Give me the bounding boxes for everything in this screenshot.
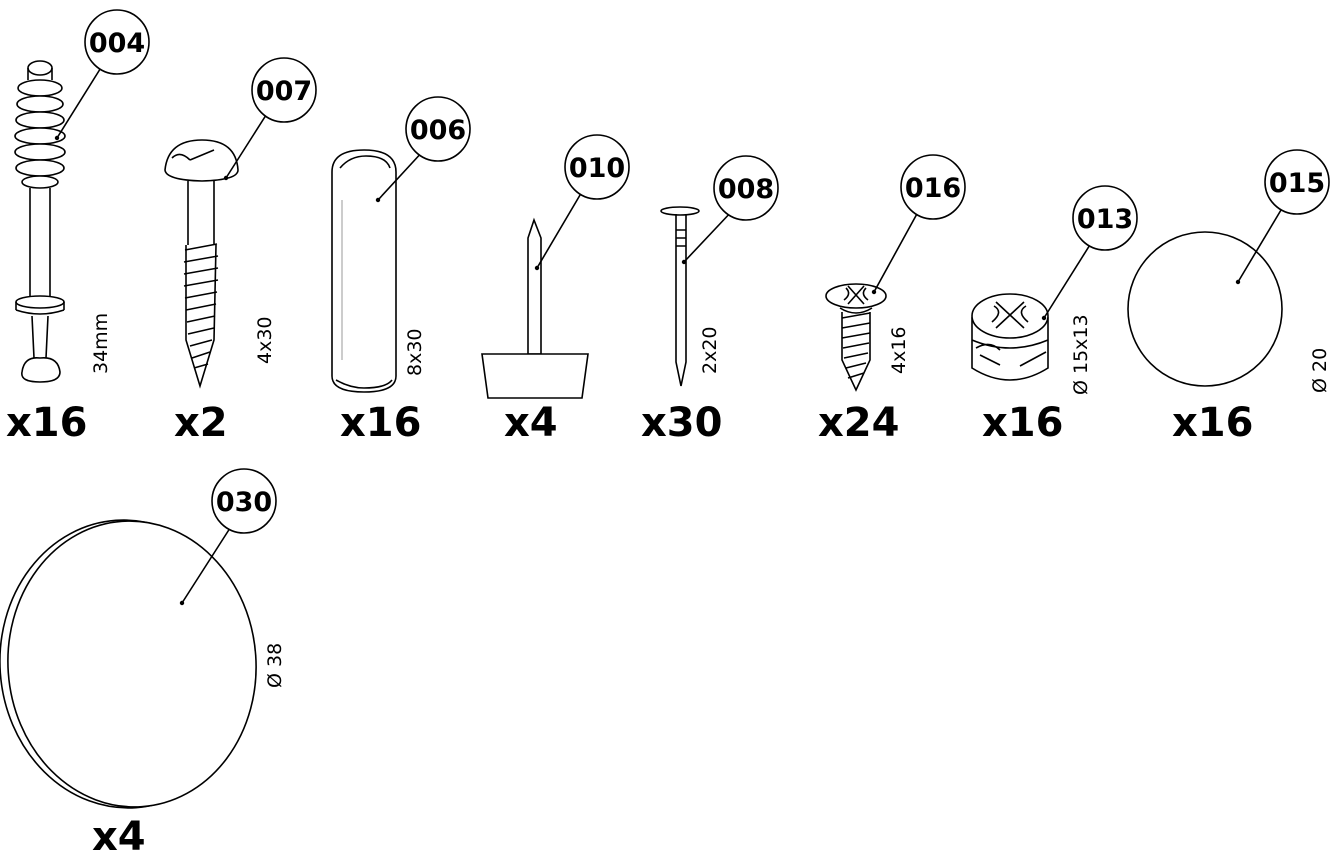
quantity-label: x30 xyxy=(641,400,722,446)
quantity-label: x4 xyxy=(504,400,558,446)
part-id-label: 016 xyxy=(905,173,961,204)
small-cover-cap-icon xyxy=(1127,231,1283,387)
part-007: 007 4x30 x2 xyxy=(164,57,317,446)
dimension-label: Ø 15x13 xyxy=(1070,314,1092,395)
part-id-label: 007 xyxy=(256,76,312,107)
cam-bolt-icon xyxy=(14,60,66,383)
part-006: 006 8x30 x16 xyxy=(331,96,471,446)
quantity-label: x16 xyxy=(6,400,87,446)
quantity-label: x2 xyxy=(174,400,228,446)
dimension-label: 4x30 xyxy=(254,316,276,364)
part-015: 015 Ø 20 x16 xyxy=(1127,149,1331,446)
part-id-bubble xyxy=(251,57,317,123)
dimension-label: 8x30 xyxy=(404,328,426,376)
dimension-label: Ø 38 xyxy=(264,643,286,688)
dimension-label: 2x20 xyxy=(699,326,721,374)
part-id-bubble xyxy=(405,96,471,162)
wooden-dowel-icon xyxy=(331,149,397,393)
part-id-bubble xyxy=(1072,185,1138,251)
part-id-bubble xyxy=(713,155,779,221)
part-008: 008 2x20 x30 xyxy=(641,155,779,446)
nail-icon xyxy=(660,206,700,387)
part-id-label: 013 xyxy=(1077,204,1133,235)
part-013: 013 Ø 15x13 x16 xyxy=(971,185,1138,446)
part-016: 016 4x16 x24 xyxy=(818,154,966,446)
dimension-label: 4x16 xyxy=(888,326,910,374)
quantity-label: x16 xyxy=(1172,400,1253,446)
part-id-bubble xyxy=(84,9,150,75)
quantity-label: x4 xyxy=(92,814,146,858)
part-id-label: 015 xyxy=(1269,168,1325,199)
part-id-bubble xyxy=(900,154,966,220)
part-id-label: 006 xyxy=(410,115,466,146)
part-id-label: 004 xyxy=(89,28,145,59)
dimension-label: 34mm xyxy=(90,313,112,374)
part-010: 010 x4 xyxy=(481,134,630,446)
quantity-label: x24 xyxy=(818,400,899,446)
quantity-label: x16 xyxy=(340,400,421,446)
part-id-label: 010 xyxy=(569,153,625,184)
quantity-label: x16 xyxy=(982,400,1063,446)
cam-lock-icon xyxy=(971,293,1049,381)
countersunk-screw-icon xyxy=(825,283,887,392)
large-cover-cap-icon xyxy=(0,519,257,809)
round-head-screw-icon xyxy=(164,139,239,389)
part-004: 004 34mm x16 xyxy=(6,9,150,446)
dimension-label: Ø 20 xyxy=(1309,348,1331,393)
furniture-glide-icon xyxy=(481,217,589,399)
part-id-bubble xyxy=(564,134,630,200)
part-id-bubble xyxy=(1264,149,1330,215)
part-id-label: 030 xyxy=(216,487,272,518)
part-id-label: 008 xyxy=(718,174,774,205)
part-030: 030 Ø 38 x4 xyxy=(0,468,286,858)
part-id-bubble xyxy=(211,468,277,534)
